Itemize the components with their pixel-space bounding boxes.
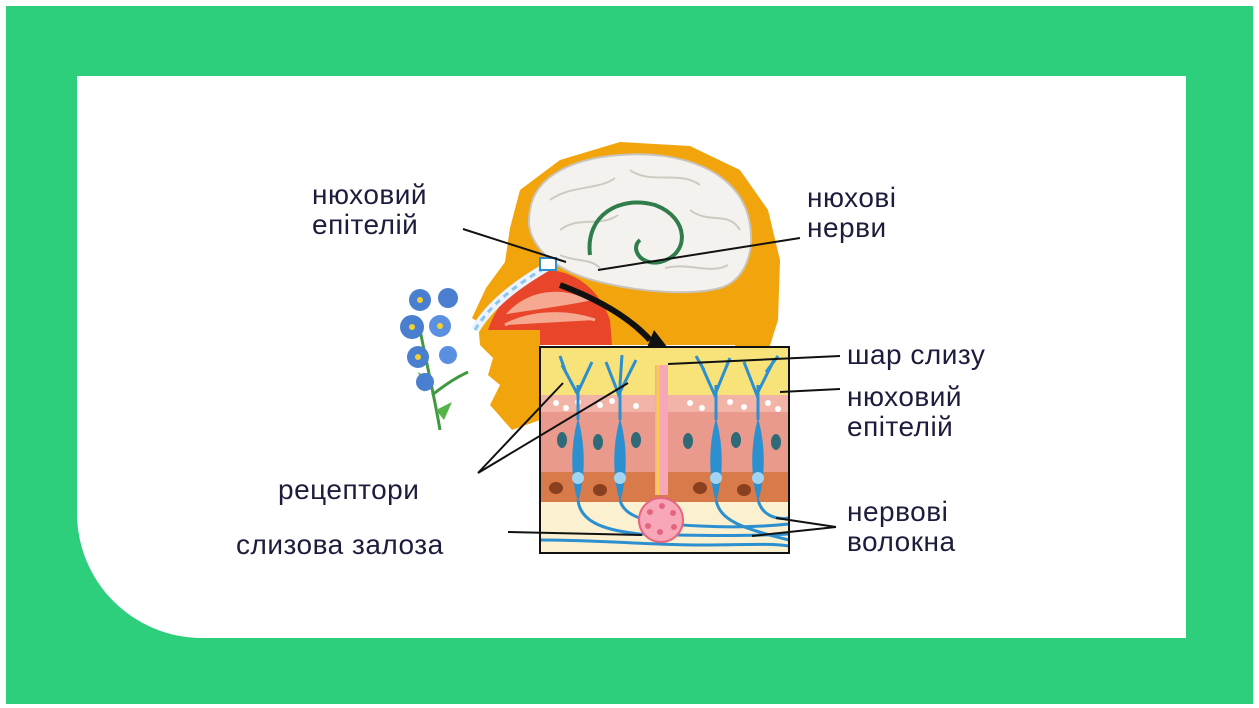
- label-nerve-fibers: нервові волокна: [847, 497, 956, 557]
- label-olfactory-nerves: нюхові нерви: [807, 183, 897, 243]
- label-line-1: нюхові: [807, 183, 897, 213]
- label-mucous-gland: слизова залоза: [236, 530, 444, 560]
- label-line-1: нервові: [847, 497, 956, 527]
- label-line-1: нюховий: [312, 180, 427, 210]
- label-line-2: епітелій: [847, 412, 962, 442]
- label-mucus-layer: шар слизу: [847, 340, 985, 370]
- label-line-2: епітелій: [312, 210, 427, 240]
- epithelium-patch: [540, 258, 556, 270]
- label-line-1: нюховий: [847, 382, 962, 412]
- label-olfactory-epithelium-right: нюховий епітелій: [847, 382, 962, 442]
- label-line-2: волокна: [847, 527, 956, 557]
- label-line-2: нерви: [807, 213, 897, 243]
- tissue-inset: [540, 347, 789, 553]
- label-olfactory-epithelium-top: нюховий епітелій: [312, 180, 427, 240]
- label-receptors: рецептори: [278, 475, 419, 505]
- flower: [400, 288, 468, 430]
